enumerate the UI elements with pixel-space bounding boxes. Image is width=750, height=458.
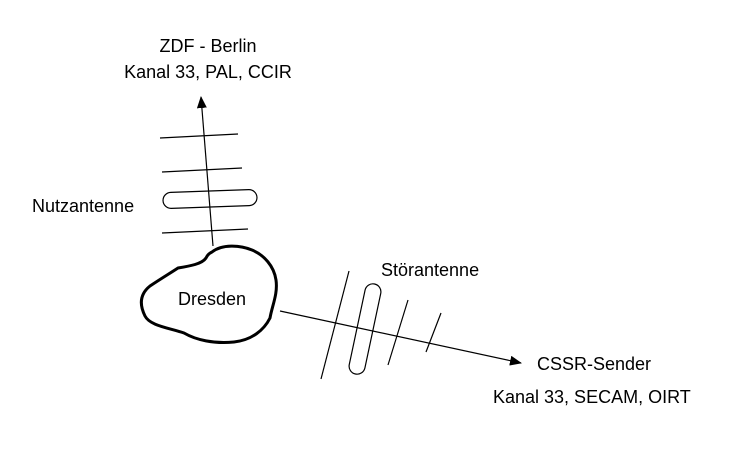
north-arrow (196, 96, 214, 247)
east-arrow (279, 310, 522, 366)
north-sender-label: ZDF - Berlin (159, 36, 256, 56)
stoerantenne (320, 270, 442, 380)
stoerantenne-label: Störantenne (381, 260, 479, 280)
east-sender-details: Kanal 33, SECAM, OIRT (493, 387, 691, 407)
nutz-element-2 (161, 167, 243, 173)
nutz-dipole (162, 189, 258, 209)
nutz-element-3 (161, 228, 249, 234)
nutzantenne-label: Nutzantenne (32, 196, 134, 216)
nutzantenne (159, 133, 258, 234)
north-sender-details: Kanal 33, PAL, CCIR (124, 62, 292, 82)
east-sender-label: CSSR-Sender (537, 354, 651, 374)
dresden-outline (139, 244, 278, 344)
stoer-element-3 (425, 312, 442, 353)
stoer-element-1 (320, 270, 350, 380)
stoer-dipole (348, 283, 382, 375)
city-label: Dresden (178, 289, 246, 309)
stoer-element-2 (387, 299, 409, 366)
nutz-element-1 (159, 133, 239, 139)
